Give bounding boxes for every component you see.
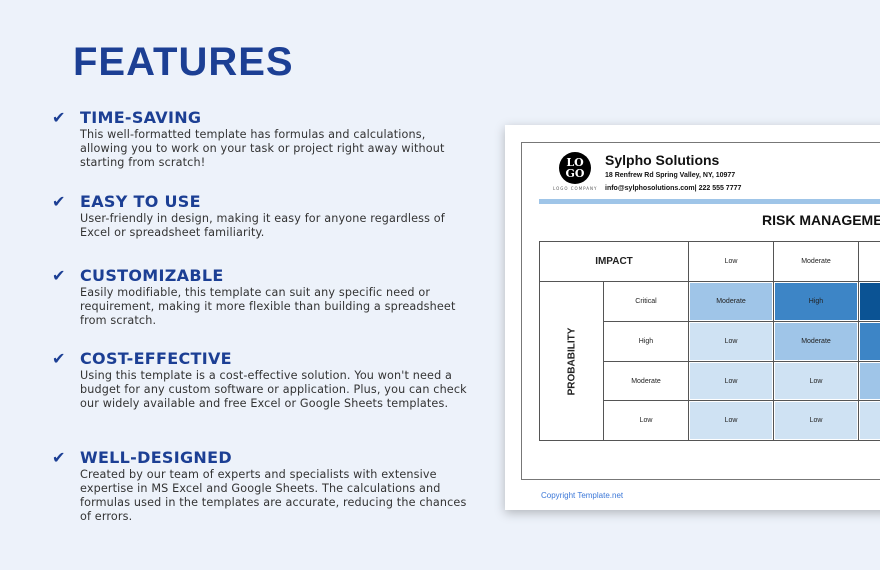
feature-text: This well-formatted template has formula… xyxy=(80,128,445,169)
risk-cell: Moderate xyxy=(773,321,859,362)
probability-header: PROBABILITY xyxy=(539,281,604,441)
company-name: Sylpho Solutions xyxy=(605,152,720,168)
risk-cell xyxy=(858,361,880,401)
impact-column-header: Low xyxy=(688,241,774,282)
feature-title: CUSTOMIZABLE xyxy=(80,266,224,285)
probability-label: PROBABILITY xyxy=(566,327,577,395)
risk-cell xyxy=(858,321,880,362)
risk-cell: High xyxy=(773,281,859,322)
probability-row-label: High xyxy=(603,321,689,362)
copyright-link[interactable]: Copyright Template.net xyxy=(541,491,624,500)
risk-cell xyxy=(858,400,880,441)
feature-title: COST-EFFECTIVE xyxy=(80,349,232,368)
impact-column-header: Moderate xyxy=(773,241,859,282)
risk-cell: Low xyxy=(688,400,774,441)
probability-row-label: Moderate xyxy=(603,361,689,401)
checkmark-icon: ✔ xyxy=(52,448,66,467)
checkmark-icon: ✔ xyxy=(52,108,66,127)
feature-text: User-friendly in design, making it easy … xyxy=(80,212,445,239)
checkmark-icon: ✔ xyxy=(52,266,66,285)
company-address: 18 Renfrew Rd Spring Valley, NY, 10977 xyxy=(605,172,736,179)
header-divider xyxy=(539,199,880,204)
page-title: FEATURES xyxy=(73,40,294,84)
feature-text: Using this template is a cost-effective … xyxy=(80,369,467,410)
feature-title: EASY TO USE xyxy=(80,192,201,211)
risk-cell: Moderate xyxy=(688,281,774,322)
feature-text: Easily modifiable, this template can sui… xyxy=(80,286,456,327)
logo-subtitle: LOGO COMPANY xyxy=(553,186,598,191)
probability-row-label: Low xyxy=(603,400,689,441)
probability-row-label: Critical xyxy=(603,281,689,322)
impact-column-header xyxy=(858,241,880,282)
risk-cell: Low xyxy=(688,361,774,401)
risk-cell: Low xyxy=(773,400,859,441)
checkmark-icon: ✔ xyxy=(52,192,66,211)
feature-title: WELL-DESIGNED xyxy=(80,448,232,467)
risk-cell: Low xyxy=(688,321,774,362)
risk-cell xyxy=(858,281,880,322)
company-contact: info@sylphosolutions.com| 222 555 7777 xyxy=(605,185,742,192)
matrix-title: RISK MANAGEME xyxy=(762,212,880,228)
impact-header: IMPACT xyxy=(539,241,689,282)
document-frame xyxy=(521,142,880,480)
checkmark-icon: ✔ xyxy=(52,349,66,368)
feature-title: TIME-SAVING xyxy=(80,108,202,127)
feature-text: Created by our team of experts and speci… xyxy=(80,468,467,523)
risk-cell: Low xyxy=(773,361,859,401)
